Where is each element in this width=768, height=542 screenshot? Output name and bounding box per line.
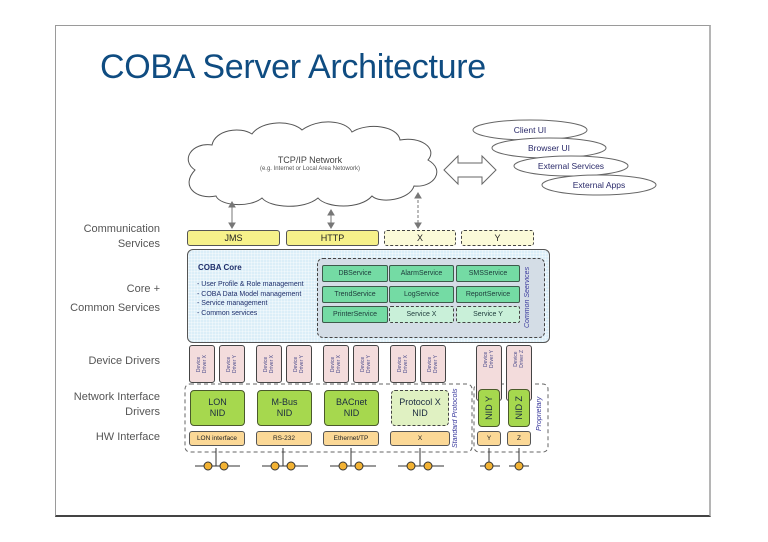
comm-service-x: X xyxy=(384,230,456,246)
service-sms: SMSService xyxy=(456,265,520,282)
nid-label: NID xyxy=(343,408,360,418)
nid-z: NID Z xyxy=(508,389,530,427)
layer-label-line: Common Services xyxy=(70,302,160,314)
layer-label-network-interface: Network Interface Drivers xyxy=(56,390,160,420)
layer-label-line: Core + xyxy=(126,283,160,295)
comm-service-http: HTTP xyxy=(286,230,379,246)
service-alarm: AlarmService xyxy=(389,265,454,282)
nid-label: NID Z xyxy=(513,396,524,420)
service-report: ReportService xyxy=(456,286,520,303)
browser-ui-label: Browser UI xyxy=(527,143,571,153)
network-cloud-shape xyxy=(188,121,438,207)
core-feature-item: - Service management xyxy=(197,300,268,307)
layer-label-line: Services xyxy=(117,238,160,250)
service-db: DBService xyxy=(322,265,388,282)
proprietary-label: Proprietary xyxy=(536,396,543,432)
hw-interface-y: Y xyxy=(477,431,501,446)
nid-label: NID xyxy=(412,408,428,418)
layer-label-core: Core + Common Services xyxy=(56,280,160,318)
nid-label: Protocol X xyxy=(399,397,441,407)
comm-service-jms: JMS xyxy=(187,230,280,246)
hw-interface-lon: LON interface xyxy=(189,431,245,446)
hw-interface-rs232: RS-232 xyxy=(256,431,312,446)
layer-label-line: Drivers xyxy=(125,406,160,418)
comm-service-y: Y xyxy=(461,230,534,246)
layer-label-line: Communication xyxy=(83,223,160,235)
hw-interface-ethernet: Ethernet/TP xyxy=(323,431,379,446)
nid-label: LON xyxy=(208,397,227,407)
network-subtitle: (e.g. Internet or Local Area Netowork) xyxy=(259,166,361,172)
page-title: COBA Server Architecture xyxy=(100,48,486,86)
hw-interface-x: X xyxy=(390,431,450,446)
ellipse-external-apps xyxy=(541,174,657,196)
service-x: Service X xyxy=(389,306,454,323)
common-services-label: Common Seervices xyxy=(524,266,531,328)
coba-core-features: - User Profile & Role management - COBA … xyxy=(197,280,304,318)
external-services-label: External Services xyxy=(537,161,605,171)
core-feature-item: - Common services xyxy=(197,309,258,317)
network-title: TCP/IP Network xyxy=(277,155,343,165)
nid-label: M-Bus xyxy=(271,397,298,407)
service-trend: TrendService xyxy=(322,286,388,303)
nid-y: NID Y xyxy=(478,389,500,427)
nid-label: NID Y xyxy=(483,396,494,420)
nid-label: NID xyxy=(276,408,293,418)
layer-label-communication: Communication Services xyxy=(56,222,160,252)
standard-protocols-label: Standard Protocols xyxy=(452,388,459,448)
core-feature-item: - COBA Data Model management xyxy=(197,290,302,298)
hw-interface-z: Z xyxy=(507,431,531,446)
external-apps-label: External Apps xyxy=(572,180,626,190)
nid-label: BACnet xyxy=(335,397,368,407)
coba-core-title: COBA Core xyxy=(198,263,242,272)
layer-label-device-drivers: Device Drivers xyxy=(88,355,160,367)
core-feature-item: - User Profile & Role management xyxy=(197,281,304,288)
service-log: LogService xyxy=(389,286,454,303)
layer-label-hw-interface: HW Interface xyxy=(95,431,160,443)
client-ui-label: Client UI xyxy=(513,125,547,135)
service-y: Service Y xyxy=(456,306,520,323)
double-arrow-shape xyxy=(443,154,497,186)
nid-label: NID xyxy=(209,408,226,418)
service-printer: PrinterService xyxy=(322,306,388,323)
layer-label-line: Network Interface xyxy=(73,391,160,403)
